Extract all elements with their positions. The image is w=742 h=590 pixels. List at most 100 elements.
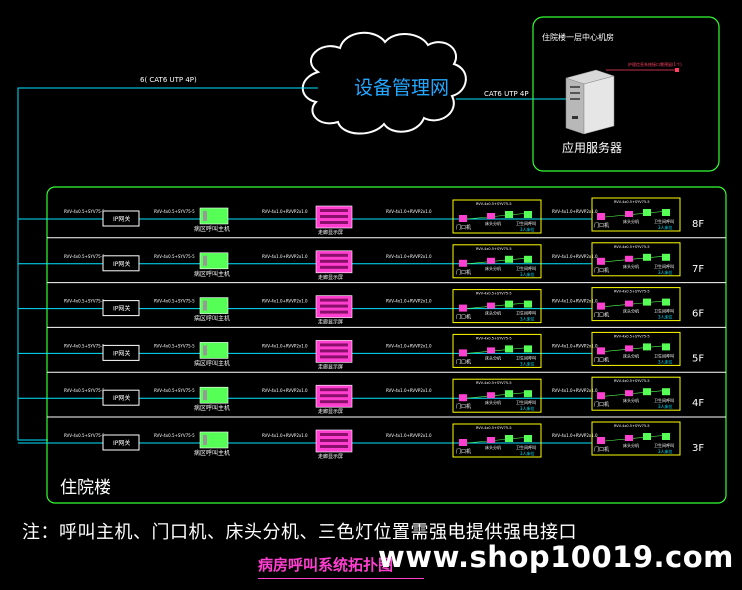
server-red-note: 护理信息系统接口需预留(1个) [628,61,682,67]
cloud-left-link-label: 6( CAT6 UTP 4P) [140,76,197,84]
bedside-unit-icon [625,255,633,262]
row-cable-label: RVV-4x0.5+SYV75-5 [154,433,195,438]
door-unit-icon [597,257,605,265]
toilet-call-label: 卫生间呼叫 [516,220,536,226]
bed-count-label: 3人床位 [658,358,673,364]
corridor-display-stripe [320,215,348,218]
row-cable-label: RVV-4x1.0+RVVP2x1.0 [552,209,598,214]
ward-room-wire [604,210,669,218]
door-unit-icon [459,394,467,402]
corridor-display-label: 走廊显示屏 [318,274,343,281]
ip-gateway-label: IP网关 [113,260,130,268]
toilet-call-icon [524,345,532,353]
floor-label: 5F [692,353,704,364]
toilet-call-icon [662,298,670,306]
door-unit-label: 门口机 [594,401,609,408]
toilet-call-label: 卫生间呼叫 [654,397,674,403]
bedside-unit-icon [643,253,651,261]
floor-label: 6F [692,309,704,320]
call-host-handset [203,211,207,221]
bedside-unit-label: 床头分机 [485,399,501,405]
building-label: 住院楼 [60,478,111,498]
ward-room-wire [466,436,531,444]
bedside-unit-label: 床头分机 [623,263,639,269]
door-unit-label: 门口机 [456,448,471,455]
ip-gateway-box [102,434,140,451]
ward-room-box [591,331,681,366]
ward-room-wire [466,257,531,265]
corridor-display-stripe [320,388,348,392]
ward-room-cable: RVV-4x0.5+SYV75-5 [614,334,650,338]
row-cable-label: RVV-4x1.0+RVVP2x1.0 [386,254,432,259]
ward-room-wire [604,255,669,263]
ip-gateway-box [102,389,140,406]
ward-room-wire [466,347,531,354]
management-network-cloud: 设备管理网 [301,31,467,135]
row-cable-label: RVV-4x0.5+SYV75-5 [64,299,105,304]
bed-count-label: 3人床位 [658,448,673,454]
toilet-call-label: 卫生间呼叫 [654,263,674,269]
bedside-unit-icon [625,390,633,397]
bed-count-label: 3人床位 [520,316,535,322]
ward-room-wire [604,345,669,352]
corridor-display-stripe [320,265,348,269]
corridor-display-stripe [320,355,348,359]
toilet-call-icon [662,253,670,261]
toilet-call-icon [524,435,532,442]
row-cable-label: RVV-4x1.0+RVVP2x1.0 [386,299,432,304]
row-cable-label: RVV-4x1.0+RVVP2x1.0 [552,433,598,438]
ward-room-box [452,244,542,279]
ward-room-cable: RVV-4x0.5+SYV75-5 [614,379,650,383]
ward-room-box [591,242,681,277]
toilet-call-label: 卫生间呼叫 [516,354,536,360]
row-cable-label: RVV-4x1.0+RVVP2x1.0 [262,343,308,348]
ip-gateway-label: IP网关 [113,349,130,357]
row-cable-label: RVV-4x0.5+SYV75-5 [64,254,105,259]
bedside-unit-icon [487,213,495,219]
corridor-display-stripe [320,259,348,263]
call-host-handset [203,300,207,311]
call-host-handset [203,435,207,445]
corridor-display-label: 走廊显示屏 [318,319,343,326]
call-host-label: 病区呼叫主机 [194,225,230,233]
toilet-call-icon [662,388,670,396]
floor-label: 8F [692,219,704,230]
call-host-handset [203,255,207,266]
bedside-unit-label: 床头分机 [623,218,639,224]
bedside-unit-icon [643,209,651,216]
ward-room-box [452,378,542,413]
row-cable-label: RVV-4x1.0+RVVP2x1.0 [262,388,308,393]
bedside-unit-icon [505,345,513,353]
toilet-call-icon [662,343,670,351]
toilet-call-label: 卫生间呼叫 [654,352,674,358]
toilet-call-icon [524,300,532,308]
door-unit-label: 门口机 [456,314,471,321]
bedside-unit-icon [487,302,495,309]
row-cable-label: RVV-4x1.0+RVVP2x1.0 [552,388,598,393]
door-unit-label: 门口机 [594,446,609,453]
toilet-call-icon [524,211,532,218]
floor-label: 4F [692,398,704,409]
row-cable-label: RVV-4x1.0+RVVP2x1.0 [262,209,308,214]
floor-label: 3F [692,443,704,454]
ip-gateway-label: IP网关 [113,305,130,313]
door-unit-icon [597,437,605,444]
corridor-display-stripe [320,394,348,398]
door-unit-label: 门口机 [594,222,609,229]
bedside-unit-icon [643,343,651,351]
bedside-unit-icon [625,345,633,352]
bedside-unit-label: 床头分机 [485,444,501,450]
bedside-unit-icon [625,300,633,307]
bed-count-label: 3人床位 [658,403,673,409]
ward-room-box [452,423,542,458]
call-host-label: 病区呼叫主机 [194,449,230,457]
row-cable-label: RVV-4x0.5+SYV75-5 [154,209,195,214]
toilet-call-icon [524,390,532,398]
server-label: 应用服务器 [562,140,622,155]
call-host-label: 病区呼叫主机 [194,315,230,323]
bedside-unit-icon [505,211,513,218]
